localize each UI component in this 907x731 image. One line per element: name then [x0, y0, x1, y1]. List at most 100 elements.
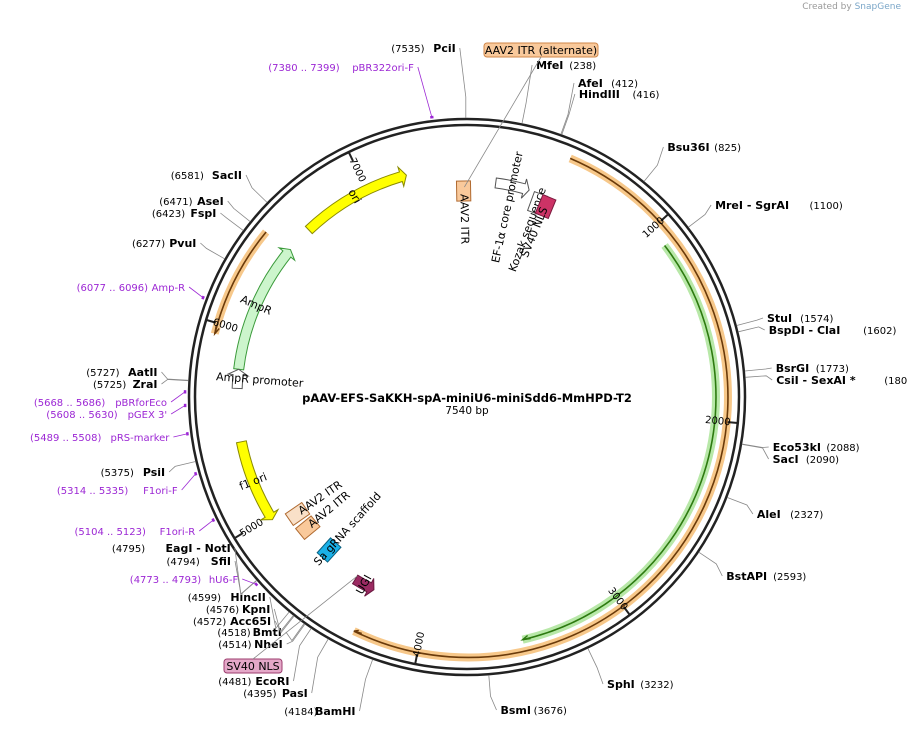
site-bspdi-clai[interactable]: BspDI - ClaI(1602): [738, 324, 896, 337]
feature-ampr[interactable]: [233, 247, 296, 371]
site-saci[interactable]: SacI(2090): [741, 444, 839, 466]
primer-f1ori-f[interactable]: F1ori-F(5314 .. 5335): [57, 471, 198, 497]
primer-prs-marker[interactable]: pRS-marker(5489 .. 5508): [30, 431, 189, 444]
tick-label-2000: 2000: [705, 415, 731, 428]
boxed-label-leader: [464, 56, 542, 188]
left-orange-line: [214, 231, 267, 334]
site-mfei[interactable]: MfeI(238): [521, 59, 596, 124]
site-eagi-noti[interactable]: EagI - NotI(4795): [112, 542, 257, 595]
site-position: (4572): [193, 617, 226, 628]
primer-leader: [181, 473, 196, 491]
site-stui[interactable]: StuI(1574): [736, 312, 834, 326]
site-hindiii[interactable]: HindIII(416): [561, 88, 660, 135]
site-name: CsiI - SexAI *: [776, 374, 856, 387]
tick-2000: [727, 421, 738, 425]
primer-label: F1ori-R: [160, 527, 196, 538]
feature-ugi[interactable]: [351, 574, 375, 597]
site-kpni[interactable]: KpnI(4576): [206, 603, 294, 633]
feature-ori[interactable]: [304, 165, 407, 235]
primer-leader: [199, 519, 214, 532]
feature-ampr-promoter[interactable]: [226, 368, 250, 390]
site-leader: [521, 64, 533, 124]
primer-pgex-3[interactable]: pGEX 3'(5608 .. 5630): [46, 403, 187, 421]
feature-label-ampr-promoter: AmpR promoter: [216, 370, 305, 390]
site-position: (4518): [217, 628, 250, 639]
small-feature-aav2-itr-left[interactable]: [294, 515, 321, 541]
site-aatii[interactable]: AatII(5727): [86, 366, 189, 381]
site-position: (7535): [391, 44, 424, 55]
site-fspi[interactable]: FspI(6423): [152, 207, 244, 231]
primer-hu6-f[interactable]: hU6-F(4773 .. 4793): [130, 575, 259, 587]
site-alei[interactable]: AleI (2327): [727, 497, 823, 522]
site-ecori[interactable]: EcoRI(4481): [218, 628, 312, 688]
site-csii-sexai[interactable]: CsiI - SexAI *(1800): [745, 374, 907, 387]
site-hincii[interactable]: HincII(4599): [188, 591, 290, 630]
boxed-label-sv40-nls[interactable]: SV40 NLS: [223, 575, 358, 674]
small-feature-aav2-itr-inner[interactable]: [284, 501, 311, 527]
site-name: EagI - NotI: [166, 542, 231, 555]
site-sphi[interactable]: SphI(3232): [587, 648, 674, 691]
site-bamhi[interactable]: BamHI(4184): [284, 659, 373, 718]
primer-leader: [173, 433, 188, 438]
site-asei[interactable]: AseI(6471): [159, 195, 251, 222]
site-bstapi[interactable]: BstAPI(2593): [698, 551, 807, 583]
site-position: (4184): [284, 707, 317, 718]
site-pasi[interactable]: PasI(4395): [243, 638, 329, 700]
small-feature-sa-grna-scaffold[interactable]: [316, 537, 342, 563]
primer-amp-r[interactable]: Amp-R(6077 .. 6096): [77, 283, 205, 300]
site-bsmi[interactable]: BsmI(3676): [488, 675, 567, 717]
primer-pbrforeco[interactable]: pBRforEco(5668 .. 5686): [34, 390, 187, 409]
primer-pbr322ori-f[interactable]: pBR322ori-F(7380 .. 7399): [268, 63, 434, 119]
site-afei[interactable]: AfeI(412): [560, 77, 638, 135]
boxed-label-text: AAV2 ITR (alternate): [485, 44, 597, 57]
site-acc65i[interactable]: Acc65I(4572): [193, 615, 295, 634]
site-bmti[interactable]: BmtI(4518): [217, 623, 305, 642]
site-leader: [273, 608, 294, 633]
site-position: (6581): [171, 171, 204, 182]
site-position: (4514): [218, 640, 251, 651]
site-name: AleI: [757, 508, 781, 521]
feature-f1-ori[interactable]: [235, 440, 280, 521]
site-position: (2088): [826, 443, 859, 454]
created-by-credit: Created by SnapGene: [802, 2, 901, 12]
site-name: HindIII: [579, 88, 620, 101]
site-name: BsmI: [500, 704, 531, 717]
site-leader: [738, 326, 765, 333]
primer-leader: [417, 66, 433, 118]
sakkh-inner-line: [522, 245, 717, 641]
feature-ef-1a-core-promoter[interactable]: [494, 177, 530, 199]
primer-leader: [170, 405, 186, 415]
site-name: MreI - SgrAI: [715, 199, 789, 212]
plasmid-name: pAAV-EFS-SaKKH-spA-miniU6-miniSdd6-MmHPD…: [302, 391, 632, 405]
site-sacii[interactable]: SacII (6581): [171, 169, 268, 203]
site-eco53ki[interactable]: Eco53kI(2088): [741, 441, 860, 454]
site-name: ZraI: [133, 378, 158, 391]
site-position: (2327): [790, 510, 823, 521]
site-bsrgi[interactable]: BsrGI(1773): [744, 362, 849, 375]
site-mrei-sgrai[interactable]: MreI - SgrAI(1100): [688, 199, 843, 228]
boxed-label-aav2-itr-alternate[interactable]: AAV2 ITR (alternate): [464, 42, 599, 188]
site-leader: [227, 200, 251, 222]
site-name: SacII: [212, 169, 242, 182]
sakkh-outer-arrowhead: [353, 629, 362, 635]
boxed-label-text: SV40 NLS: [226, 660, 279, 673]
sakkh-inner-arrowhead: [520, 634, 531, 641]
boxed-labels-layer: AAV2 ITR (alternate) SV40 NLS: [223, 42, 599, 674]
site-pcii[interactable]: PciI(7535): [391, 42, 467, 118]
site-zrai[interactable]: ZraI(5725): [93, 378, 189, 391]
backbone-inner-circle: [193, 123, 741, 671]
site-position: (4395): [243, 689, 276, 700]
site-position: (4794): [166, 557, 199, 568]
site-pvui[interactable]: PvuI(6277): [132, 237, 225, 260]
small-feature-aav2-itr[interactable]: [455, 180, 472, 202]
site-bsu36i[interactable]: Bsu36I(825): [643, 141, 741, 182]
site-leader: [168, 461, 196, 473]
primer-f1ori-r[interactable]: F1ori-R(5104 .. 5123): [74, 518, 216, 538]
small-feature-label-aav2-itr: AAV2 ITR: [458, 194, 472, 245]
site-leader: [643, 146, 664, 182]
site-psii[interactable]: PsiI(5375): [101, 461, 196, 480]
small-feature-sv40-nls[interactable]: [534, 194, 557, 220]
site-position: (6277): [132, 239, 165, 250]
